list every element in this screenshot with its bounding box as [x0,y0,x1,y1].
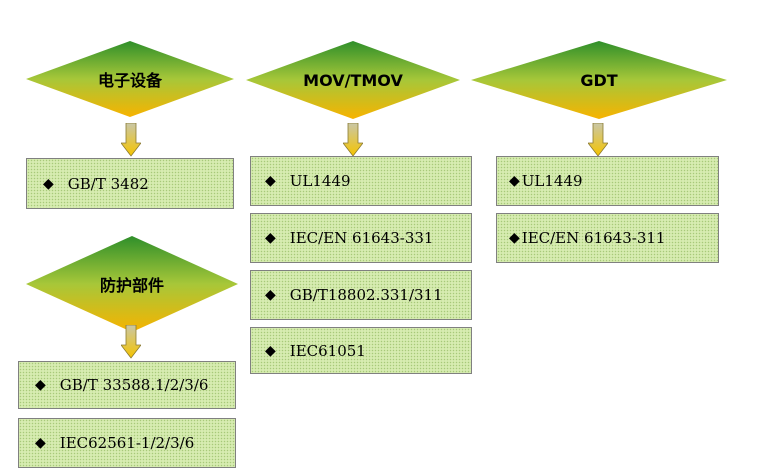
standard-label: GB/T 3482 [67,174,149,193]
category-title: GDT [580,70,618,90]
diamond-bullet-icon: ◆ [265,173,276,189]
diamond-shape [26,41,234,117]
standard-label: IEC/EN 61643-331 [289,229,434,247]
standard-label: GB/T18802.331/311 [289,286,443,304]
diamond-bullet-icon: ◆ [265,287,276,303]
category-diamond-mov-tmov: MOV/TMOV [246,41,460,119]
standard-box: ◆ GB/T 3482 [26,158,234,209]
category-title: MOV/TMOV [303,70,403,90]
diamond-shape [26,236,238,332]
diamond-bullet-icon: ◆ [509,173,520,189]
standard-box: ◆ IEC/EN 61643-311 [496,213,719,263]
diamond-shape [471,41,727,119]
down-arrow-icon [120,324,142,363]
down-arrow-icon [120,122,142,161]
standard-label: UL1449 [289,172,351,190]
down-arrow-icon [587,122,609,161]
diamond-shape [246,41,460,119]
diamond-bullet-icon: ◆ [43,175,54,192]
standard-label: IEC61051 [289,341,366,360]
standard-box: ◆ UL1449 [496,156,719,206]
category-diamond-protective-components: 防护部件 [26,236,238,332]
standard-label: UL1449 [521,172,583,190]
standard-box: ◆ IEC/EN 61643-331 [250,213,472,263]
standard-box: ◆ IEC61051 [250,327,472,374]
standard-box: ◆ GB/T18802.331/311 [250,270,472,320]
category-title: 电子设备 [97,71,162,90]
diamond-bullet-icon: ◆ [509,230,520,246]
standard-label: IEC/EN 61643-311 [521,229,666,247]
diamond-bullet-icon: ◆ [35,377,46,393]
standard-label: IEC62561-1/2/3/6 [59,434,195,452]
diamond-bullet-icon: ◆ [265,342,276,359]
standard-box: ◆ IEC62561-1/2/3/6 [18,418,236,468]
standard-label: GB/T 33588.1/2/3/6 [59,376,209,394]
category-diamond-gdt: GDT [471,41,727,119]
standard-box: ◆ UL1449 [250,156,472,206]
category-diamond-electronic-equipment: 电子设备 [26,41,234,117]
diamond-bullet-icon: ◆ [35,435,46,451]
standard-box: ◆ GB/T 33588.1/2/3/6 [18,361,236,409]
diamond-bullet-icon: ◆ [265,230,276,246]
category-title: 防护部件 [99,276,164,295]
down-arrow-icon [342,122,364,161]
